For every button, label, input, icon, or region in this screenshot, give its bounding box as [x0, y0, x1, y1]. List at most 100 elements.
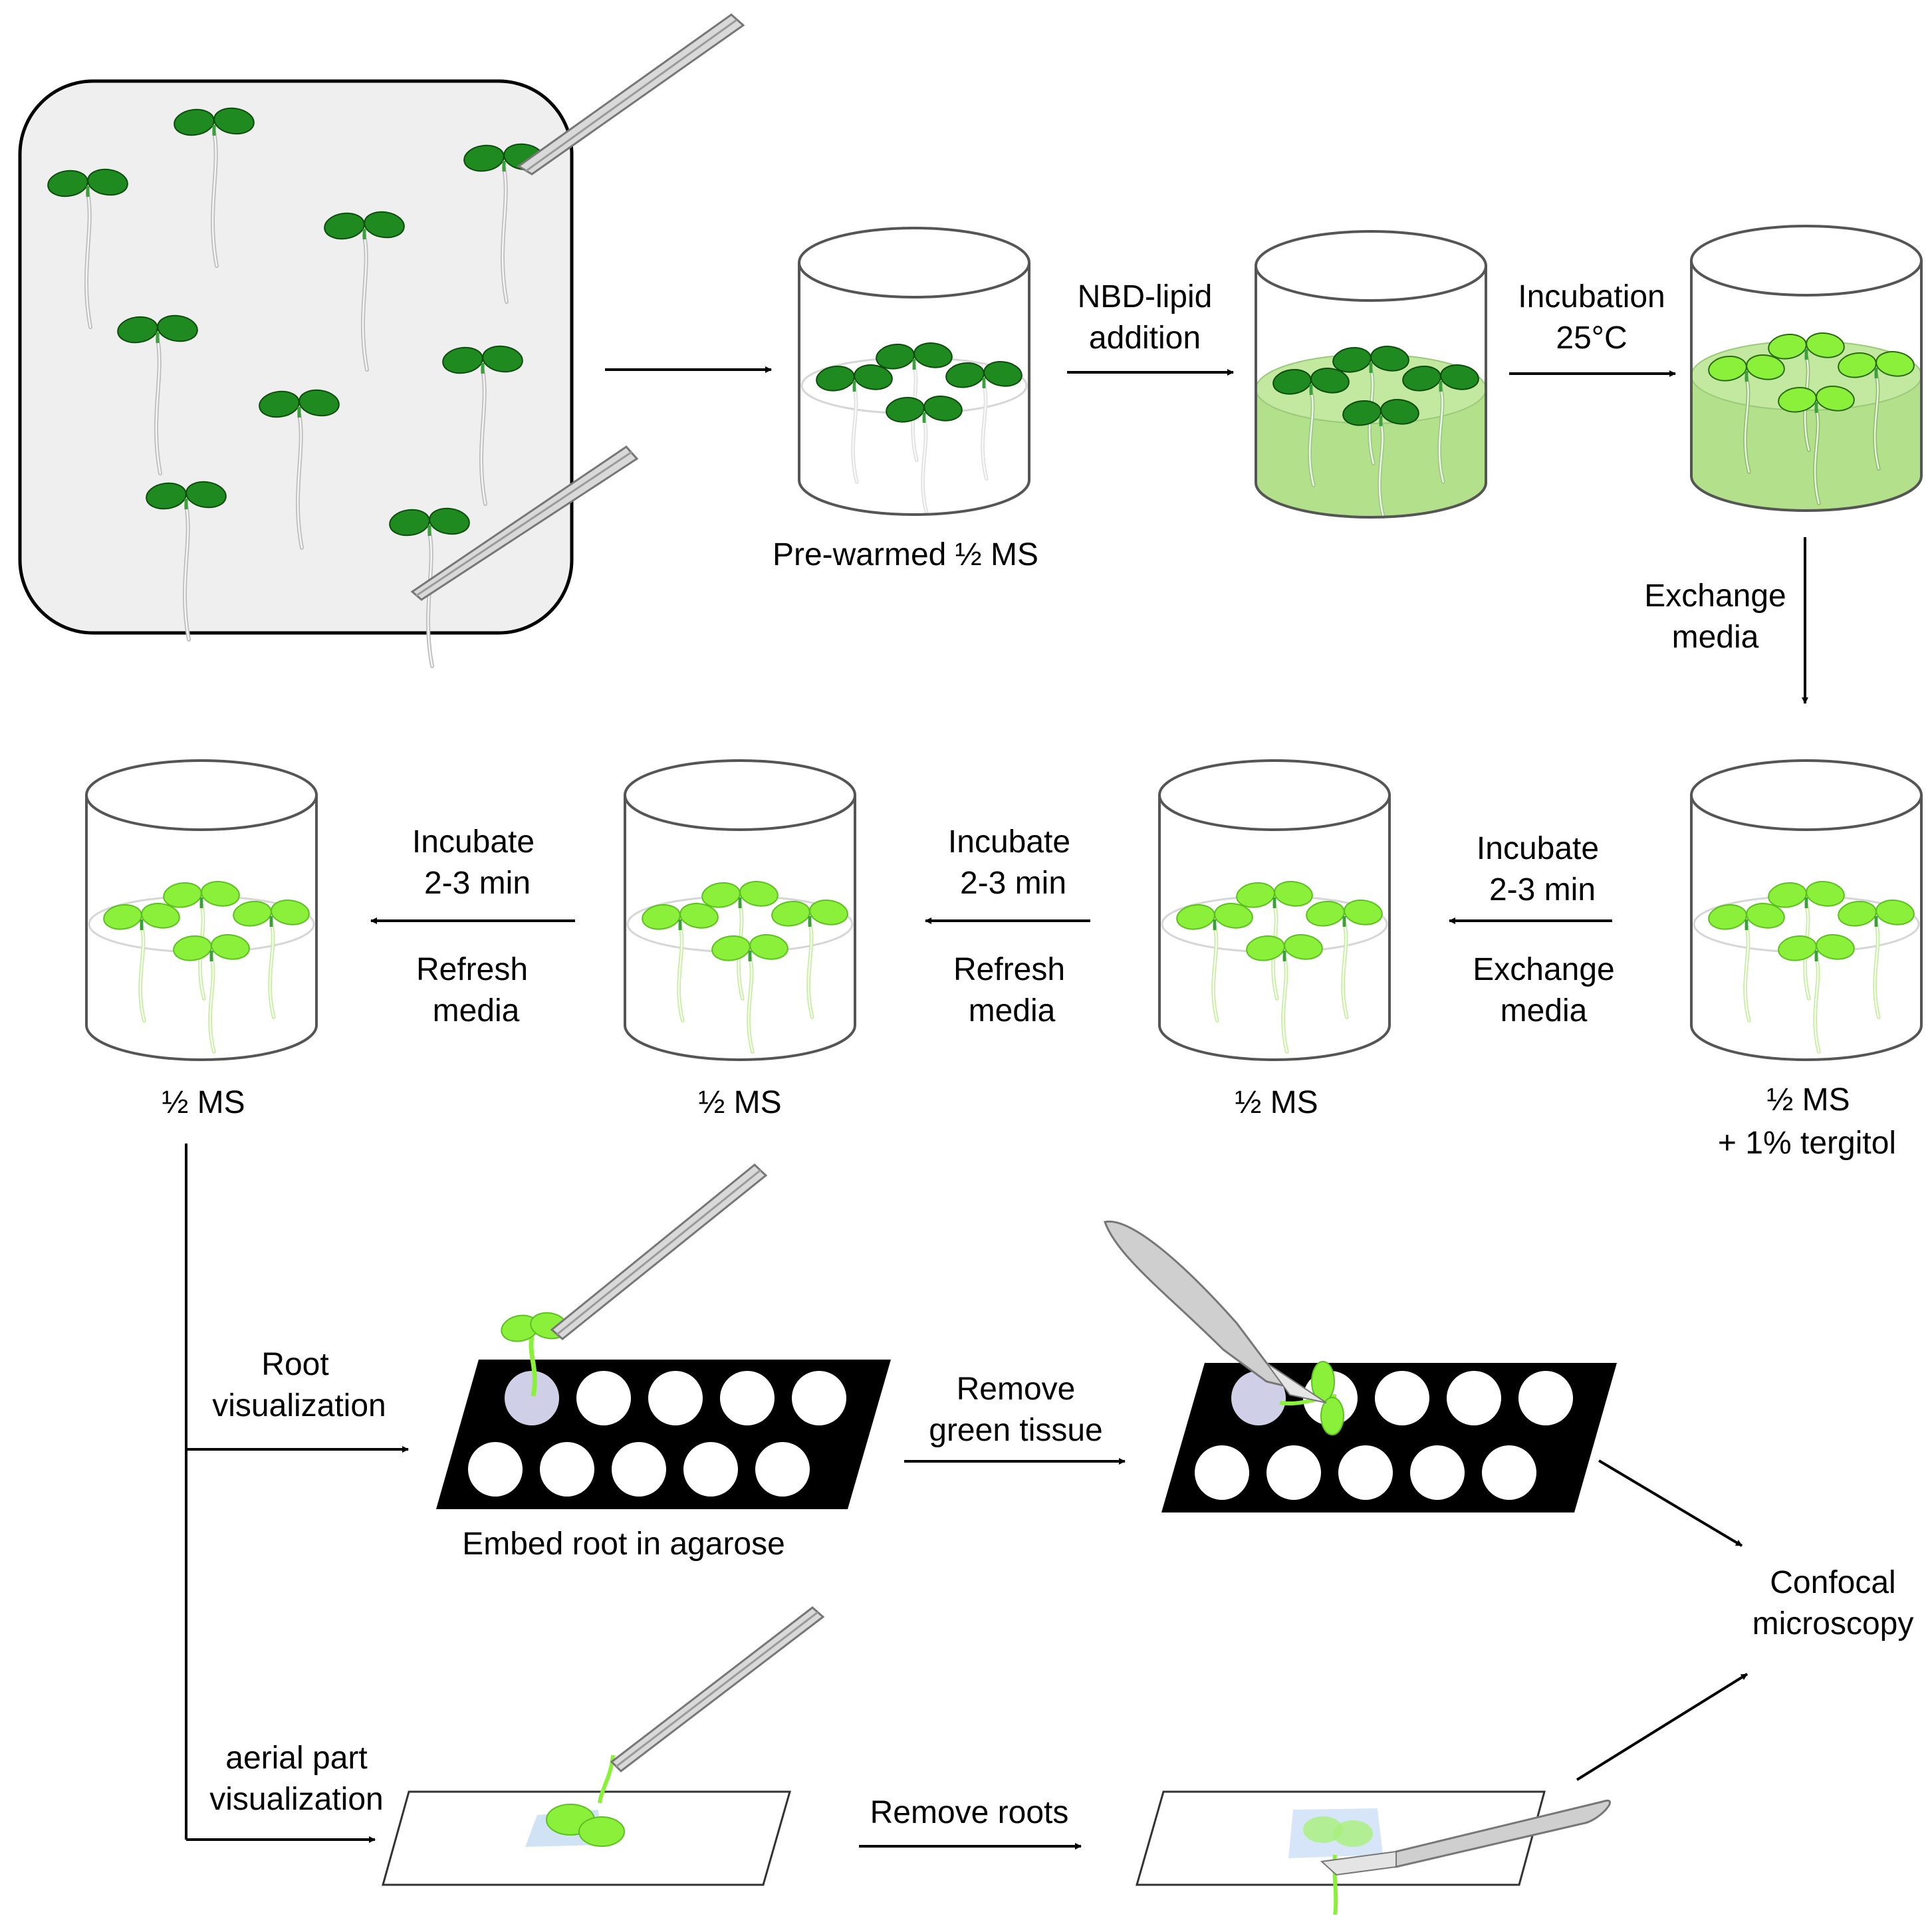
label-refresh-media-2: media [969, 993, 1056, 1028]
beaker-incubated [1690, 225, 1923, 512]
well [1195, 1445, 1249, 1500]
seedling-icon [945, 361, 1023, 481]
seedling-icon [1768, 332, 1845, 452]
seedling-icon [259, 389, 340, 550]
label-green-tissue: green tissue [929, 1413, 1103, 1448]
label-media-2: media [1501, 993, 1588, 1028]
label-root-visualization: visualization [212, 1388, 386, 1423]
label-temperature: 25°C [1556, 320, 1627, 356]
seedling-icon [389, 507, 470, 668]
arrow-slide-to-confocal [1576, 1673, 1748, 1781]
seedling-icon [103, 903, 180, 1023]
label-aerial-visualization: visualization [209, 1782, 383, 1817]
label-exchange: Exchange [1644, 578, 1786, 614]
label-time-2: 2-3 min [960, 866, 1066, 901]
seedling-icon [233, 900, 310, 1019]
seedling-icon [1176, 903, 1253, 1023]
seedling-icon [117, 314, 198, 475]
well [683, 1442, 738, 1497]
forceps-icon [517, 13, 745, 176]
label-remove-roots: Remove roots [870, 1795, 1069, 1830]
beaker-ms-2 [624, 759, 856, 1061]
seedling-icon [1342, 399, 1419, 519]
seedling-icon [324, 211, 405, 372]
seedling-icon [1306, 900, 1383, 1019]
seedling-icon [1332, 346, 1409, 465]
seedling-icon [1838, 351, 1915, 471]
label-ms-1: ½ MS [162, 1085, 245, 1120]
arrow-tray-to-confocal [1598, 1459, 1743, 1547]
label-incubate-1: Incubate [412, 824, 535, 860]
label-exchange-2: Exchange [1473, 952, 1615, 987]
label-refresh-1: Refresh [416, 952, 528, 987]
well [1338, 1445, 1393, 1500]
forceps-icon [550, 1163, 768, 1340]
label-time-1: 2-3 min [424, 866, 531, 901]
scalpel-icon [1320, 1799, 1612, 1876]
label-ms-2: ½ MS [698, 1085, 781, 1120]
well [1482, 1445, 1536, 1500]
seedling-icon [47, 168, 128, 329]
well [576, 1371, 631, 1425]
label-ms-3: ½ MS [1235, 1085, 1318, 1120]
seedling-icon [1778, 934, 1855, 1054]
well [1266, 1445, 1321, 1500]
label-incubate-2: Incubate [948, 824, 1070, 860]
seedling-icon [442, 345, 523, 506]
seedling-icon [1708, 354, 1785, 474]
well [1375, 1371, 1429, 1425]
label-time-3: 2-3 min [1489, 872, 1596, 907]
well [1518, 1371, 1573, 1425]
seedling-icon [886, 396, 963, 515]
label-pre-warmed-ms: Pre-warmed ½ MS [773, 537, 1038, 572]
label-confocal: Confocal [1770, 1565, 1895, 1600]
well [612, 1442, 666, 1497]
label-refresh-2: Refresh [953, 952, 1065, 987]
label-nbd-lipid: NBD-lipid [1078, 279, 1213, 314]
label-incubation: Incubation [1518, 279, 1665, 314]
label-remove: Remove [957, 1372, 1076, 1407]
well [505, 1371, 559, 1425]
seedling-icon [1402, 364, 1479, 484]
slide-aerial [382, 1754, 791, 1886]
seedling-icon [1236, 881, 1313, 1001]
seedling-icon [1272, 368, 1350, 487]
seedling-icon [771, 900, 848, 1019]
seedling-icon [174, 107, 255, 268]
label-incubate-3: Incubate [1477, 831, 1599, 866]
seedling-icon [701, 881, 779, 1001]
seedling-icon [173, 934, 250, 1054]
slide-root-removal [1136, 1790, 1546, 1915]
cut-seedling [1279, 1361, 1344, 1435]
well-tray-embed [436, 1360, 891, 1509]
well [468, 1442, 523, 1497]
label-addition: addition [1089, 320, 1201, 356]
seedling-icon [711, 934, 788, 1054]
labels: NBD-lipid addition Incubation 25°C Pre-w… [162, 279, 1913, 1830]
beaker-ms-3 [1158, 759, 1391, 1061]
forceps-icon [610, 1606, 825, 1772]
well [1447, 1371, 1501, 1425]
label-media: media [1672, 620, 1759, 655]
well [755, 1442, 810, 1497]
well [648, 1371, 703, 1425]
label-tergitol: + 1% tergitol [1718, 1126, 1896, 1161]
beaker-ms-1 [85, 759, 318, 1061]
forceps-icon [410, 445, 639, 601]
seedling-icon [1838, 900, 1915, 1019]
label-aerial-part: aerial part [225, 1741, 367, 1776]
well [1231, 1371, 1286, 1425]
seedling-icon [146, 481, 227, 642]
well-tray-cut [1161, 1363, 1617, 1512]
beaker-prewarmed [798, 227, 1030, 516]
well [720, 1371, 775, 1425]
label-refresh-media-1: media [433, 993, 520, 1028]
plate-seedlings [47, 107, 544, 668]
seedling-icon [1778, 386, 1855, 505]
beaker-tergitol [1690, 759, 1923, 1061]
seedling-icon [1708, 903, 1785, 1023]
seedling-icon [1768, 881, 1845, 1001]
label-embed-root: Embed root in agarose [462, 1526, 785, 1562]
well [1410, 1445, 1465, 1500]
